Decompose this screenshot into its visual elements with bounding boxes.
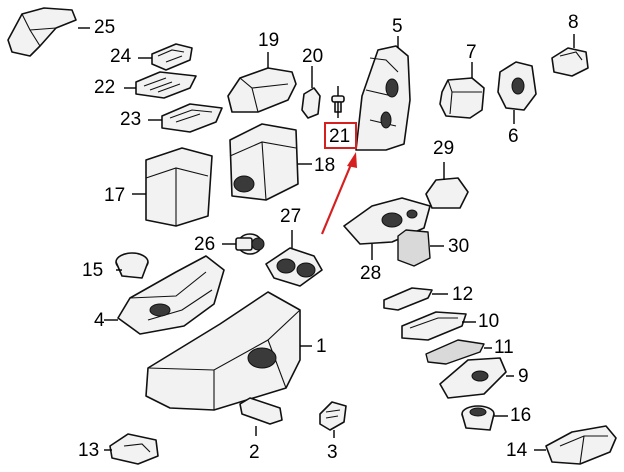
callout-18: 18 (314, 155, 336, 176)
callout-13: 13 (78, 440, 100, 461)
callout-10: 10 (478, 311, 500, 332)
callout-9: 9 (518, 366, 529, 387)
part-27-cup-holder (265, 247, 323, 287)
highlight-arrowhead (347, 152, 357, 168)
callout-11: 11 (494, 337, 514, 358)
callout-26: 26 (194, 234, 216, 255)
part-7-bin (439, 77, 485, 119)
part-22-mat (135, 71, 197, 99)
callout-17: 17 (104, 185, 126, 206)
callout-27: 27 (280, 206, 302, 227)
part-1-console-body (145, 291, 301, 411)
part-23-tray (161, 103, 223, 133)
part-16-cup-insert (461, 405, 495, 431)
callout-24: 24 (110, 46, 132, 67)
part-9-lower-tray (439, 357, 507, 399)
callout-7: 7 (466, 42, 477, 63)
callout-30: 30 (448, 236, 470, 257)
callout-20: 20 (302, 46, 324, 67)
callout-22: 22 (94, 77, 116, 98)
part-6-bezel (497, 61, 537, 111)
part-20-latch (301, 87, 321, 119)
callout-4: 4 (94, 310, 105, 331)
part-24-bracket (151, 43, 193, 71)
callout-1: 1 (316, 336, 327, 357)
part-18-bin-assembly (229, 123, 299, 201)
callout-16: 16 (510, 405, 532, 426)
part-12-trim (383, 287, 433, 311)
part-10-tray (401, 311, 467, 341)
part-13-clip (109, 433, 159, 465)
part-5-side-panel (355, 45, 411, 151)
highlight-box-21 (324, 122, 357, 149)
part-30-switch (397, 229, 431, 267)
part-4-console-top (117, 255, 225, 335)
callout-19: 19 (258, 30, 280, 51)
callout-29: 29 (433, 138, 455, 159)
part-2-bracket (239, 397, 283, 425)
part-26-power-outlet (235, 233, 265, 255)
callout-8: 8 (568, 12, 579, 33)
callout-15: 15 (82, 260, 104, 281)
callout-5: 5 (392, 16, 403, 37)
callout-21: 21 (329, 126, 351, 147)
part-15-cup (115, 252, 149, 279)
part-25-trim (7, 7, 77, 57)
part-14-rear-bracket (545, 425, 617, 465)
callout-28: 28 (360, 263, 382, 284)
part-17-housing (145, 147, 213, 227)
callout-12: 12 (452, 284, 474, 305)
callout-2: 2 (249, 442, 260, 463)
callout-6: 6 (508, 126, 519, 147)
callout-14: 14 (506, 440, 528, 461)
callout-23: 23 (120, 109, 142, 130)
part-11-bracket (425, 339, 485, 365)
part-29-housing (425, 177, 469, 209)
highlight-arrow (320, 161, 354, 235)
part-8-cap (551, 47, 589, 77)
callout-3: 3 (327, 442, 338, 463)
callout-25: 25 (94, 17, 116, 38)
part-3-clip (319, 401, 347, 431)
part-19-armrest-lid (227, 67, 297, 113)
